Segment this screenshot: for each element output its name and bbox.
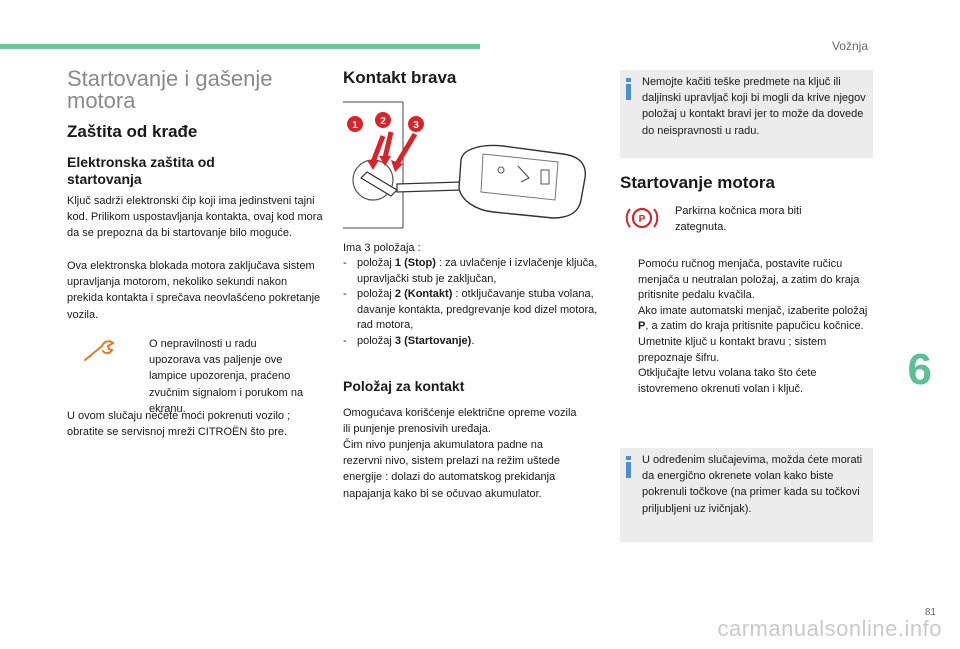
list-item: -položaj 1 (Stop) : za uvlačenje i izvla… xyxy=(343,257,598,285)
heading-ignition-switch: Kontakt brava xyxy=(343,68,457,87)
parking-brake-note: Parkirna kočnica mora biti zategnuta. xyxy=(675,205,802,234)
chapter-number: 6 xyxy=(907,345,932,394)
header-accent-bar xyxy=(0,44,480,49)
wrench-icon xyxy=(84,340,115,361)
figure-label-2: 2 xyxy=(380,116,386,127)
immobiliser-paragraph-3: U ovom slučaju nećete moći pokrenuti voz… xyxy=(67,410,291,439)
watermark: carmanualsonline.info xyxy=(717,616,942,641)
figure-label-1: 1 xyxy=(352,120,358,131)
info-note-text: Nemojte kačiti teške predmete na ključ i… xyxy=(642,76,866,137)
info-note-text-2: U određenim slučajevima, možda ćete mora… xyxy=(642,454,863,515)
immobiliser-paragraph-2: Ova elektronska blokada motora zaključav… xyxy=(67,260,321,321)
figure-label-3: 3 xyxy=(413,120,419,131)
page-title: Startovanje i gašenje motora xyxy=(67,66,273,113)
svg-text:P: P xyxy=(639,214,646,225)
key-positions-intro: Ima 3 položaja : xyxy=(343,242,421,254)
page-number: 81 xyxy=(924,607,936,618)
warning-lamp-note: O nepravilnosti u radu upozorava vas pal… xyxy=(149,338,304,415)
list-item: Otključajte letvu volana tako što ćete i… xyxy=(638,367,817,395)
heading-immobiliser: Elektronska zaštita od startovanja xyxy=(67,154,215,187)
start-steps-list: Pomoću ručnog menjača, postavite ručicu … xyxy=(620,257,872,397)
ignition-key-figure: 1 2 3 xyxy=(343,101,586,229)
contact-paragraph-1: Omogućava korišćenje električne opreme v… xyxy=(343,407,577,436)
section-title: Vožnja xyxy=(831,39,868,53)
heading-contact-position: Položaj za kontakt xyxy=(343,378,465,394)
list-item: Umetnite ključ u kontakt bravu ; sistem … xyxy=(638,335,827,364)
info-note-box: Nemojte kačiti teške predmete na ključ i… xyxy=(620,70,873,158)
list-item: -položaj 2 (Kontakt) : otključavanje stu… xyxy=(343,288,598,332)
list-item: -položaj 3 (Startovanje). xyxy=(343,334,475,347)
heading-engine-start: Startovanje motora xyxy=(620,173,775,192)
info-icon xyxy=(626,456,631,478)
contact-paragraph-2: Čim nivo punjenja akumulatora padne na r… xyxy=(343,439,561,500)
immobiliser-paragraph-1: Ključ sadrži elektronski čip koji ima je… xyxy=(67,195,323,240)
list-item: Ako imate automatski menjač, izaberite p… xyxy=(638,304,868,333)
key-positions-list: -položaj 1 (Stop) : za uvlačenje i izvla… xyxy=(343,256,605,350)
info-icon xyxy=(626,78,631,100)
heading-theft-protection: Zaštita od krađe xyxy=(67,122,198,141)
list-item: Pomoću ručnog menjača, postavite ručicu … xyxy=(638,258,860,302)
parking-brake-icon: P xyxy=(625,207,659,229)
info-note-box-2: U određenim slučajevima, možda ćete mora… xyxy=(620,448,873,542)
